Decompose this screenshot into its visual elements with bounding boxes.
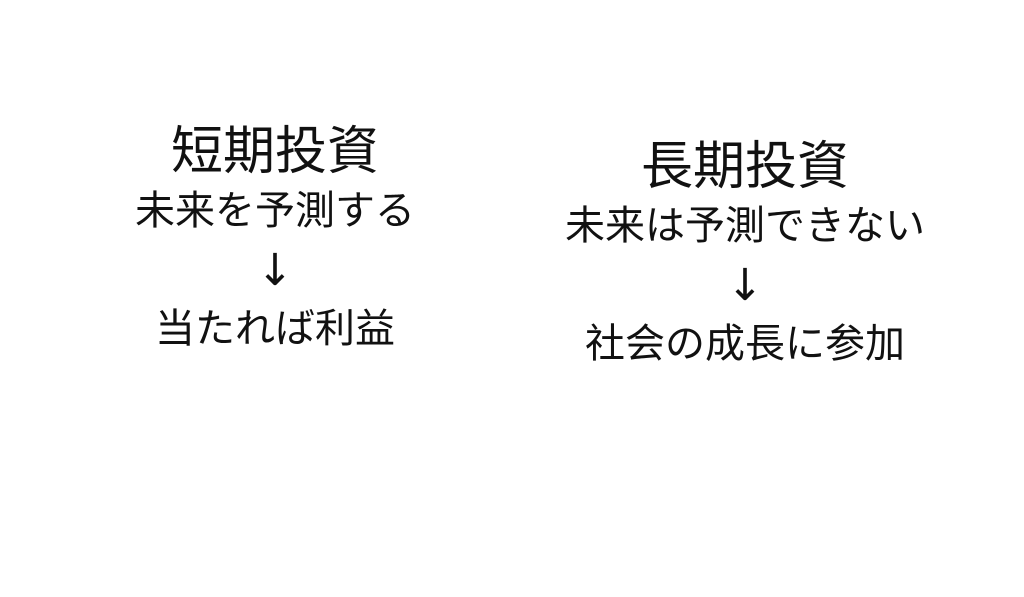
short-term-premise: 未来を予測する xyxy=(135,188,415,234)
long-term-title: 長期投資 xyxy=(640,137,849,197)
short-term-result: 当たれば利益 xyxy=(155,306,395,352)
short-term-down-arrow-icon: ↓ xyxy=(256,245,294,296)
long-term-down-arrow-icon: ↓ xyxy=(726,260,764,311)
long-term-result: 社会の成長に参加 xyxy=(585,321,905,367)
short-term-column: 短期投資 未来を予測する ↓ 当たれば利益 xyxy=(60,120,490,356)
long-term-premise: 未来は予測できない xyxy=(565,203,925,249)
short-term-title: 短期投資 xyxy=(170,122,379,182)
long-term-column: 長期投資 未来は予測できない ↓ 社会の成長に参加 xyxy=(510,135,980,371)
